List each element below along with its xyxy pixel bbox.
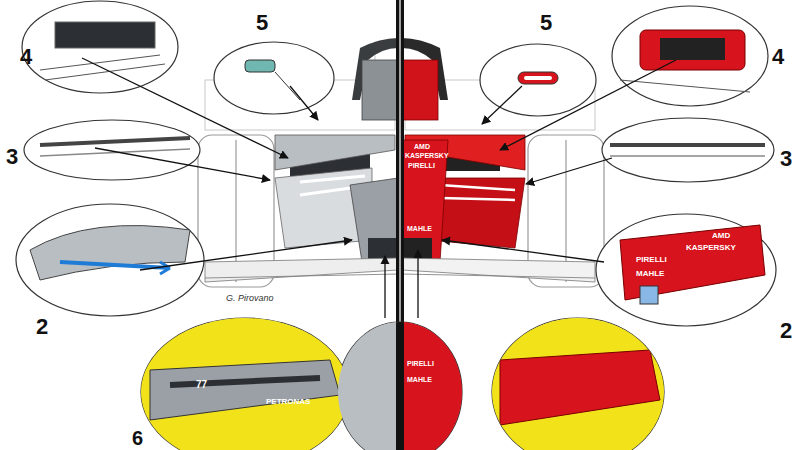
inset-details	[30, 22, 765, 304]
sponsor-text: PIRELLI	[407, 360, 434, 367]
car-number: 77	[196, 380, 207, 390]
callout-number: 2	[36, 316, 48, 338]
sponsor-text: PIRELLI	[408, 162, 435, 169]
ferrari-half	[402, 38, 595, 282]
sponsor-text: KASPERSKY	[686, 244, 736, 252]
floor-view-ferrari	[492, 318, 664, 450]
callout-number: 5	[540, 12, 552, 34]
callout-number: 2	[780, 320, 792, 342]
callout-number: 4	[772, 46, 784, 68]
credit-text: G. Pirovano	[226, 294, 274, 303]
leader-arrows	[82, 58, 676, 318]
callout-number: 4	[20, 46, 32, 68]
callout-number: 3	[6, 146, 18, 168]
sponsor-text: PIRELLI	[636, 256, 667, 264]
sponsor-text: MAHLE	[636, 270, 664, 278]
sponsor-text: MAHLE	[407, 376, 432, 383]
sponsor-text: KASPERSKY	[405, 152, 449, 159]
nose-view	[338, 322, 462, 450]
callout-number: 6	[132, 428, 143, 448]
callout-number: 3	[780, 148, 792, 170]
sponsor-text: AMD	[712, 232, 730, 240]
floor-view-mercedes	[140, 318, 350, 450]
sponsor-text: MAHLE	[407, 225, 432, 232]
callout-number: 5	[256, 12, 268, 34]
sponsor-text: PETRONAS	[266, 398, 310, 406]
mercedes-half	[205, 38, 398, 282]
sponsor-text: AMD	[414, 143, 430, 150]
